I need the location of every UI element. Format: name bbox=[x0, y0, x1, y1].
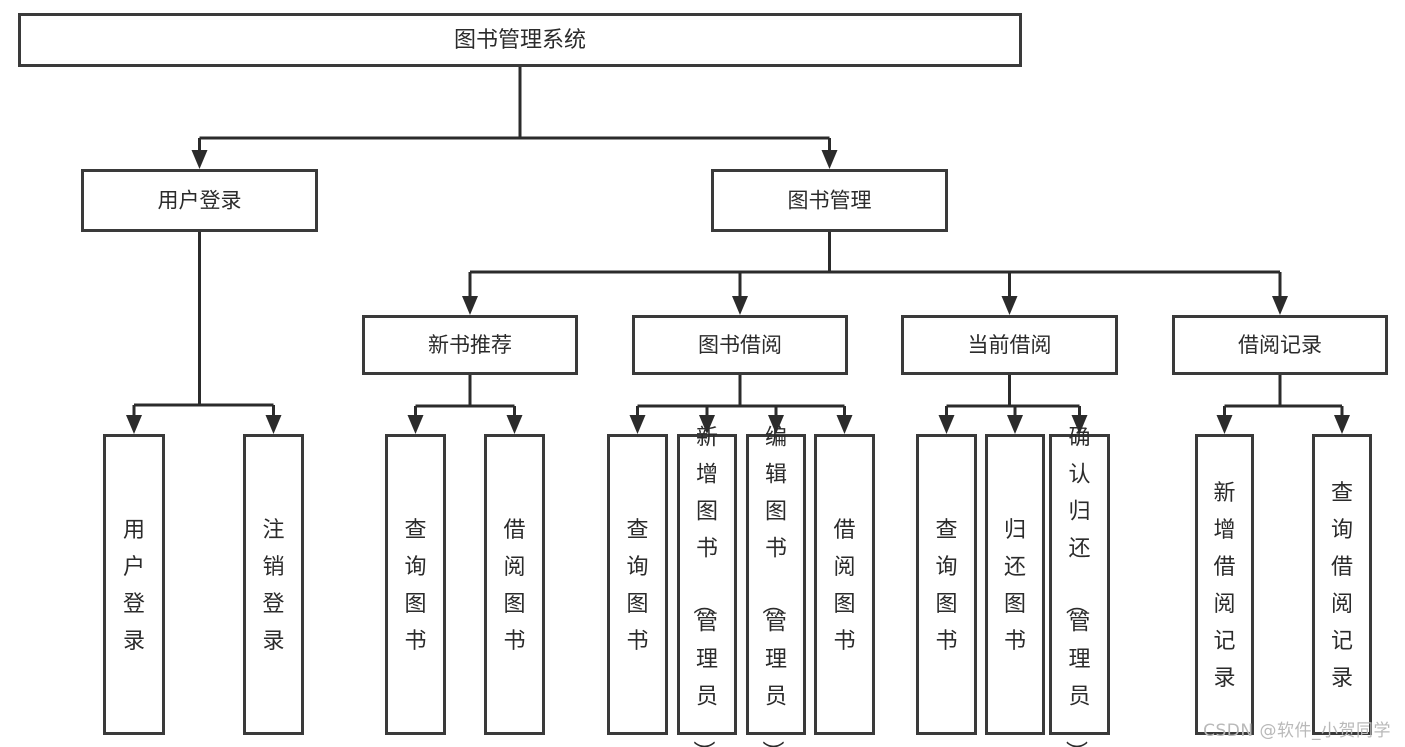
leaf-label: 查询图书 bbox=[404, 518, 426, 654]
level2-node-1[interactable]: 图书管理 bbox=[711, 169, 948, 232]
leaf-box bbox=[916, 434, 977, 735]
arrow-head bbox=[1071, 415, 1088, 434]
leaf-box bbox=[1049, 434, 1110, 735]
root-node[interactable]: 图书管理系统 bbox=[18, 13, 1022, 67]
arrow-head bbox=[1216, 415, 1233, 434]
leaf-label: 确认归还（管理员） bbox=[1062, 426, 1090, 747]
leaf-node-11[interactable]: 新增借阅记录 bbox=[1195, 434, 1254, 735]
arrow-head bbox=[768, 415, 784, 434]
leaf-box bbox=[484, 434, 545, 735]
arrow-head bbox=[1001, 296, 1018, 315]
leaf-box bbox=[746, 434, 806, 735]
leaf-label: 归还图书 bbox=[1004, 518, 1026, 654]
arrow-head bbox=[629, 415, 646, 434]
leaf-node-6[interactable]: 编辑图书（管理员） bbox=[746, 426, 806, 747]
leaf-node-1[interactable]: 注销登录 bbox=[243, 434, 304, 735]
node-box bbox=[632, 315, 848, 375]
arrow-head bbox=[407, 415, 424, 434]
leaf-node-5[interactable]: 新增图书（管理员） bbox=[677, 426, 737, 747]
leaf-node-2[interactable]: 查询图书 bbox=[385, 434, 446, 735]
leaf-box bbox=[1195, 434, 1254, 735]
leaf-node-12[interactable]: 查询借阅记录 bbox=[1312, 434, 1372, 735]
leaf-label: 注销登录 bbox=[262, 518, 284, 654]
leaf-label: 借阅图书 bbox=[833, 518, 855, 654]
arrow-head bbox=[821, 150, 838, 169]
node-box bbox=[1172, 315, 1388, 375]
leaf-label: 查询图书 bbox=[935, 518, 957, 654]
arrow-head bbox=[462, 296, 478, 315]
arrow-head bbox=[191, 150, 208, 169]
arrow-head bbox=[265, 415, 282, 434]
arrow-head bbox=[1007, 415, 1023, 434]
node-label: 用户登录 bbox=[158, 189, 242, 213]
leaf-node-9[interactable]: 归还图书 bbox=[985, 434, 1045, 735]
leaf-label: 查询图书 bbox=[626, 518, 648, 654]
leaf-label: 新增图书（管理员） bbox=[690, 426, 718, 747]
arrow-head bbox=[1272, 296, 1288, 315]
level3-node-1[interactable]: 图书借阅 bbox=[632, 315, 848, 375]
node-label: 当前借阅 bbox=[968, 333, 1052, 357]
leaf-label: 用户登录 bbox=[123, 518, 145, 654]
leaf-node-7[interactable]: 借阅图书 bbox=[814, 434, 875, 735]
leaf-label: 编辑图书（管理员） bbox=[759, 426, 787, 747]
arrow-head bbox=[938, 415, 955, 434]
leaf-box bbox=[814, 434, 875, 735]
node-box bbox=[362, 315, 578, 375]
node-label: 借阅记录 bbox=[1238, 333, 1322, 357]
leaf-box bbox=[607, 434, 668, 735]
node-box bbox=[901, 315, 1118, 375]
leaf-box bbox=[1312, 434, 1372, 735]
leaf-box bbox=[243, 434, 304, 735]
leaf-label: 查询借阅记录 bbox=[1331, 481, 1353, 691]
node-label: 图书借阅 bbox=[698, 333, 782, 357]
leaf-node-8[interactable]: 查询图书 bbox=[916, 434, 977, 735]
node-label: 新书推荐 bbox=[428, 333, 512, 357]
arrow-head bbox=[699, 415, 715, 434]
node-label: 图书管理系统 bbox=[454, 28, 586, 53]
level3-node-0[interactable]: 新书推荐 bbox=[362, 315, 578, 375]
arrow-head bbox=[126, 415, 142, 434]
leaf-box bbox=[385, 434, 446, 735]
watermark-text: CSDN @软件_小贺同学 bbox=[1203, 721, 1391, 741]
leaf-node-0[interactable]: 用户登录 bbox=[103, 434, 165, 735]
level2-node-0[interactable]: 用户登录 bbox=[81, 169, 318, 232]
arrow-head bbox=[836, 415, 853, 434]
leaf-label: 新增借阅记录 bbox=[1213, 481, 1235, 691]
leaf-box bbox=[677, 434, 737, 735]
leaf-label: 借阅图书 bbox=[503, 518, 525, 654]
node-box bbox=[18, 13, 1022, 67]
leaf-node-3[interactable]: 借阅图书 bbox=[484, 434, 545, 735]
arrow-head bbox=[506, 415, 523, 434]
node-box bbox=[711, 169, 948, 232]
leaf-node-4[interactable]: 查询图书 bbox=[607, 434, 668, 735]
arrow-head bbox=[732, 296, 748, 315]
leaf-box bbox=[985, 434, 1045, 735]
node-label: 图书管理 bbox=[788, 189, 872, 213]
node-box bbox=[81, 169, 318, 232]
leaf-node-10[interactable]: 确认归还（管理员） bbox=[1049, 426, 1110, 747]
level3-node-2[interactable]: 当前借阅 bbox=[901, 315, 1118, 375]
level3-node-3[interactable]: 借阅记录 bbox=[1172, 315, 1388, 375]
arrow-head bbox=[1334, 415, 1350, 434]
leaf-box bbox=[103, 434, 165, 735]
